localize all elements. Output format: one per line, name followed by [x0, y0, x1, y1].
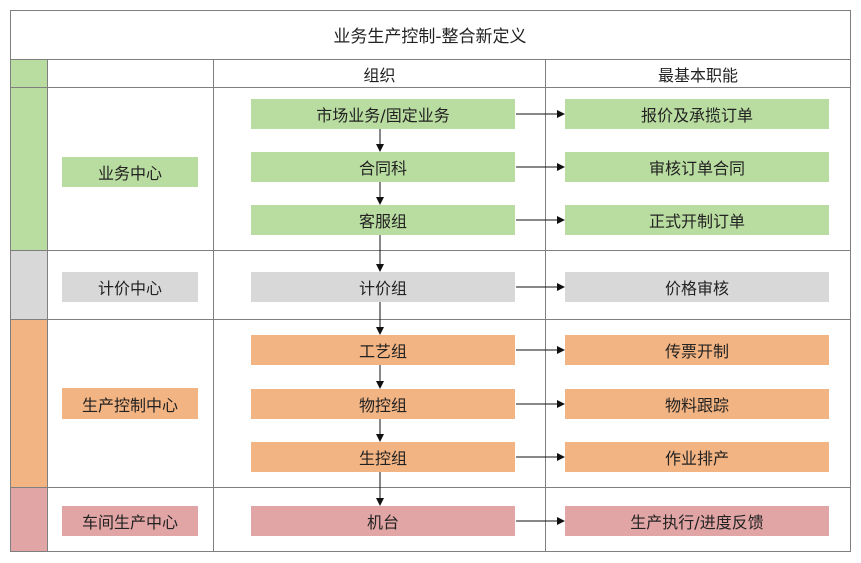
- header-func: 最基本职能: [657, 65, 738, 85]
- section-band-production: [11, 320, 47, 487]
- func-box: 传票开制: [565, 335, 829, 365]
- func-box: 报价及承揽订单: [565, 99, 829, 129]
- org-box: 合同科: [251, 152, 515, 182]
- center-label: 业务中心: [62, 157, 198, 187]
- org-box: 物控组: [251, 389, 515, 419]
- org-box: 计价组: [251, 272, 515, 302]
- org-box: 客服组: [251, 205, 515, 235]
- func-box: 生产执行/进度反馈: [565, 506, 829, 536]
- center-label: 计价中心: [62, 272, 198, 302]
- center-label: 生产控制中心: [62, 388, 198, 419]
- section-band-business: [11, 88, 47, 250]
- func-box: 正式开制订单: [565, 205, 829, 235]
- diagram-title: 业务生产控制-整合新定义: [333, 27, 527, 47]
- org-box: 工艺组: [251, 335, 515, 365]
- center-label: 车间生产中心: [62, 506, 198, 536]
- org-box: 市场业务/固定业务: [251, 99, 515, 129]
- func-box: 物料跟踪: [565, 389, 829, 419]
- func-box: 审核订单合同: [565, 152, 829, 182]
- header-org: 组织: [363, 65, 396, 85]
- func-box: 价格审核: [565, 272, 829, 302]
- table-grid: [10, 10, 851, 552]
- func-box: 作业排产: [565, 442, 829, 472]
- org-box: 生控组: [251, 442, 515, 472]
- section-band-workshop: [11, 488, 47, 551]
- section-band-pricing: [11, 251, 47, 319]
- flow-arrows: [376, 110, 565, 525]
- org-box: 机台: [251, 506, 515, 536]
- header-color-swatch: [11, 60, 47, 87]
